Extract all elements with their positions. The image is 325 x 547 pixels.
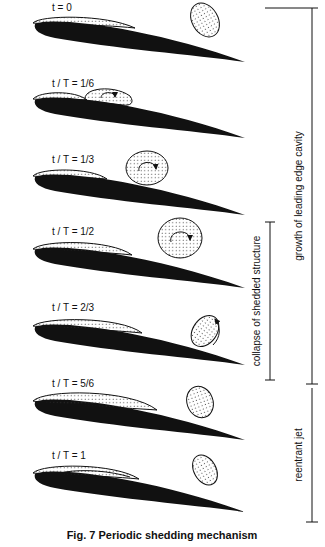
hydrofoil-row: [33, 383, 245, 440]
hydrofoil-row: [33, 0, 245, 62]
time-label: t = 0: [52, 2, 72, 14]
hydrofoil-row: [33, 451, 245, 512]
figure-caption: Fig. 7 Periodic shedding mechanism: [67, 529, 258, 541]
time-label: t / T = 2/3: [52, 302, 94, 314]
phase-label: reentrant jet: [293, 426, 305, 483]
time-label: t / T = 1: [52, 450, 86, 462]
phase-label: collapse of shedded structure: [251, 234, 263, 369]
time-label: t / T = 1/3: [52, 154, 94, 166]
time-brackets: [265, 8, 318, 522]
phase-label: growth of leading edge cavity: [293, 129, 305, 263]
hydrofoil-row: [33, 310, 245, 365]
time-label: t / T = 5/6: [52, 378, 94, 390]
time-label: t / T = 1/2: [52, 226, 94, 238]
hydrofoil-row: [33, 89, 245, 138]
hydrofoil-row: [33, 218, 245, 288]
hydrofoil-row: [33, 151, 245, 215]
time-label: t / T = 1/6: [52, 78, 94, 90]
